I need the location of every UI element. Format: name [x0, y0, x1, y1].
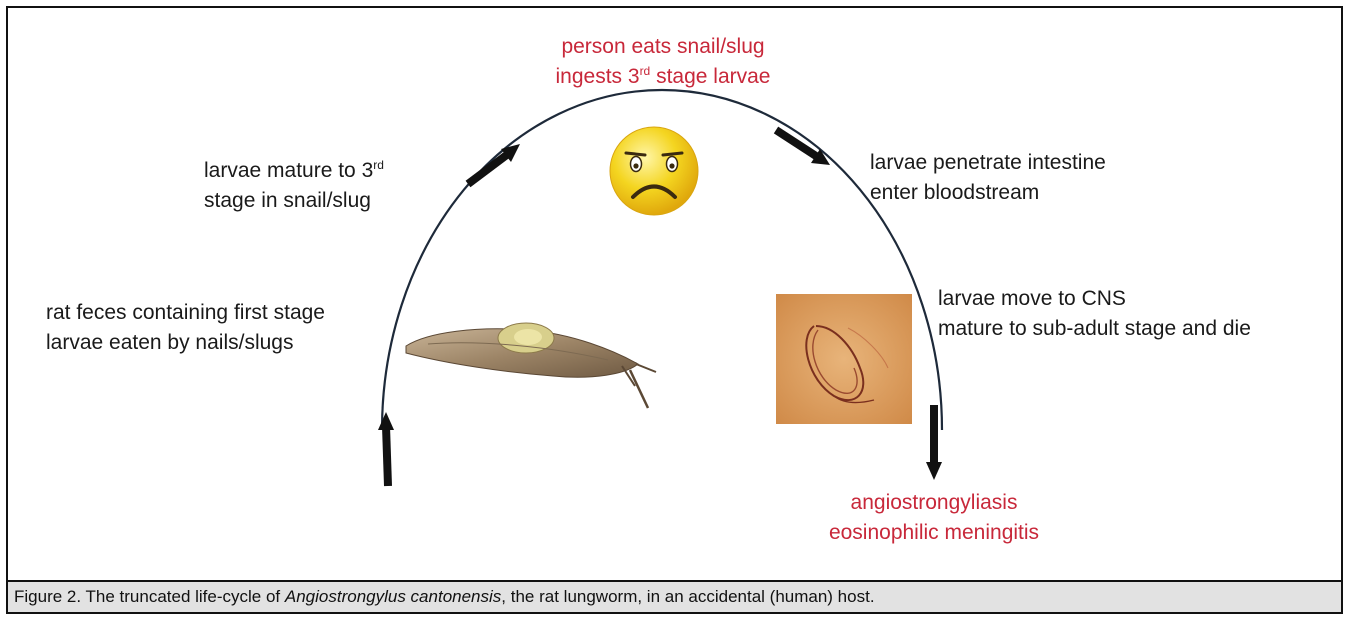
- cns-line1: larvae move to CNS: [938, 284, 1251, 314]
- sad-face-icon: [610, 127, 698, 215]
- intestine-line1: larvae penetrate intestine: [870, 148, 1106, 178]
- stage-larvae-mature: larvae mature to 3rd stage in snail/slug: [204, 156, 384, 216]
- slug-image: [406, 323, 656, 408]
- event-person-eats: person eats snail/slug ingests 3rd stage…: [528, 32, 798, 92]
- rat-feces-line2: larvae eaten by nails/slugs: [46, 328, 325, 358]
- caption-suffix: , the rat lungworm, in an accidental (hu…: [501, 587, 874, 606]
- person-eats-line1: person eats snail/slug: [528, 32, 798, 62]
- figure-caption: Figure 2. The truncated life-cycle of An…: [8, 580, 1341, 612]
- larvae-mature-line1: larvae mature to 3rd: [204, 156, 384, 186]
- arrow-left-rising: [468, 144, 520, 184]
- outcome-line2: eosinophilic meningitis: [804, 518, 1064, 548]
- rat-feces-line1: rat feces containing first stage: [46, 298, 325, 328]
- cns-line2: mature to sub-adult stage and die: [938, 314, 1251, 344]
- outcome-line1: angiostrongyliasis: [804, 488, 1064, 518]
- intestine-line2: enter bloodstream: [870, 178, 1106, 208]
- person-eats-line2: ingests 3rd stage larvae: [528, 62, 798, 92]
- larva-micrograph-image: [776, 294, 912, 424]
- arrow-end-down: [926, 405, 942, 480]
- arrow-start-up: [378, 412, 394, 486]
- larvae-mature-line2: stage in snail/slug: [204, 186, 384, 216]
- caption-prefix: Figure 2. The truncated life-cycle of: [14, 587, 285, 606]
- stage-move-to-cns: larvae move to CNS mature to sub-adult s…: [938, 284, 1251, 344]
- figure-frame: person eats snail/slug ingests 3rd stage…: [6, 6, 1343, 614]
- outcome-disease: angiostrongyliasis eosinophilic meningit…: [804, 488, 1064, 548]
- stage-rat-feces: rat feces containing first stage larvae …: [46, 298, 325, 358]
- caption-species: Angiostrongylus cantonensis: [285, 587, 501, 606]
- stage-penetrate-intestine: larvae penetrate intestine enter bloodst…: [870, 148, 1106, 208]
